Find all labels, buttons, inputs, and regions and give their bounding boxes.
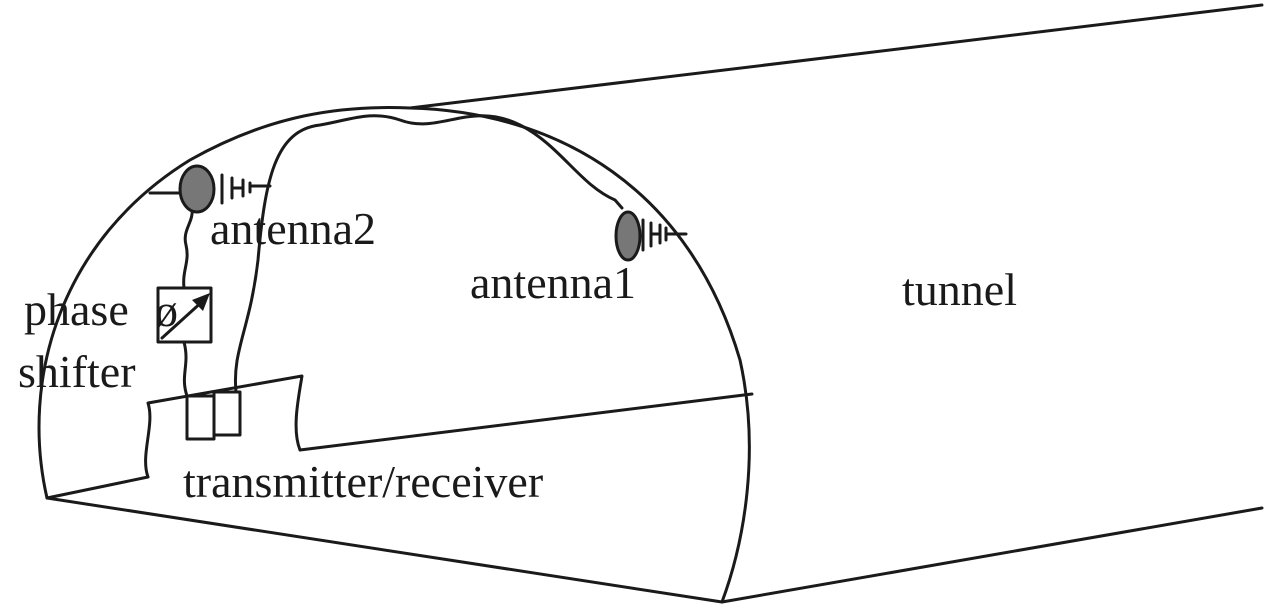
antenna2-element bbox=[148, 164, 272, 214]
antenna2-icon bbox=[178, 164, 216, 214]
antenna1-label: antenna1 bbox=[470, 257, 636, 308]
antenna2-label: antenna2 bbox=[210, 203, 376, 254]
tunnel-top-edge bbox=[408, 3, 1264, 110]
tunnel-outline bbox=[37, 3, 1264, 604]
cable-phase-shifter-to-antenna2 bbox=[182, 206, 194, 290]
transceiver-outline bbox=[144, 374, 304, 479]
phase-shifter: ø bbox=[155, 285, 213, 344]
tunnel-floor-front-edge bbox=[45, 496, 724, 604]
tunnel-label: tunnel bbox=[902, 264, 1017, 315]
cable-to-antenna1 bbox=[233, 114, 624, 394]
antenna1-element bbox=[614, 210, 688, 262]
antenna1-elements bbox=[641, 218, 688, 252]
tunnel-bottom-edge bbox=[720, 506, 1264, 604]
transceiver-port-left bbox=[185, 394, 216, 441]
phase-shifter-box bbox=[156, 286, 213, 344]
shifter-label: shifter bbox=[18, 346, 136, 397]
phase-shifter-arrow-head-icon bbox=[192, 293, 210, 311]
phase-label: phase bbox=[24, 284, 129, 335]
phase-shifter-arrow-line bbox=[160, 298, 206, 340]
antenna2-elements bbox=[220, 173, 272, 205]
transceiver-block bbox=[144, 374, 304, 479]
transceiver-port-right bbox=[212, 390, 242, 437]
tunnel-floor-back-left bbox=[45, 475, 150, 500]
tunnel-floor-back-right bbox=[298, 392, 754, 452]
phase-symbol: ø bbox=[155, 285, 178, 336]
transceiver-label: transmitter/receiver bbox=[183, 456, 543, 507]
antenna1-icon bbox=[614, 210, 642, 262]
tunnel-arch bbox=[37, 106, 751, 604]
cable-to-phase-shifter bbox=[182, 340, 189, 398]
